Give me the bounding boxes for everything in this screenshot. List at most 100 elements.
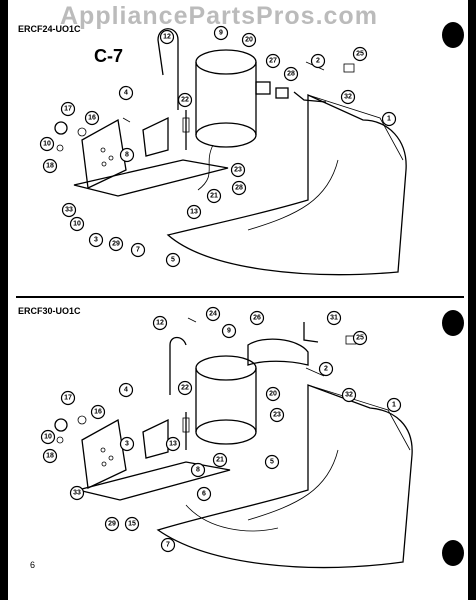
callout-bubble: 28 <box>231 180 247 196</box>
callout-bubble: 26 <box>249 310 265 326</box>
svg-text:25: 25 <box>356 335 364 342</box>
svg-text:20: 20 <box>269 391 277 398</box>
callout-bubble: 3 <box>119 436 135 452</box>
svg-text:16: 16 <box>88 115 96 122</box>
svg-text:6: 6 <box>202 491 206 498</box>
callout-bubble: 25 <box>352 46 368 62</box>
svg-text:12: 12 <box>163 34 171 41</box>
svg-text:8: 8 <box>196 467 200 474</box>
binder-hole-middle <box>442 310 464 336</box>
callout-bubble: 10 <box>39 136 55 152</box>
svg-text:21: 21 <box>216 457 224 464</box>
binder-hole-top <box>442 22 464 48</box>
callout-bubble: 4 <box>118 85 134 101</box>
callout-bubble: 13 <box>186 204 202 220</box>
callout-bubble: 7 <box>160 537 176 553</box>
binder-hole-bottom <box>442 540 464 566</box>
svg-text:32: 32 <box>345 392 353 399</box>
svg-text:26: 26 <box>253 315 261 322</box>
callout-bubble: 22 <box>177 380 193 396</box>
bottom-callouts: 1 2 3 4 5 6 7 8 9 10 12 13 15 16 17 18 2… <box>40 306 402 553</box>
svg-text:33: 33 <box>65 207 73 214</box>
svg-text:29: 29 <box>112 241 120 248</box>
top-model-number: ERCF24-UO1C <box>18 24 81 34</box>
svg-text:1: 1 <box>392 402 396 409</box>
callout-bubble: 28 <box>283 66 299 82</box>
svg-text:3: 3 <box>125 441 129 448</box>
callout-bubble: 5 <box>264 454 280 470</box>
svg-text:5: 5 <box>270 459 274 466</box>
svg-text:18: 18 <box>46 163 54 170</box>
callout-bubble: 15 <box>124 516 140 532</box>
callout-bubble: 32 <box>340 89 356 105</box>
callout-bubble: 13 <box>165 436 181 452</box>
callout-bubble: 33 <box>69 485 85 501</box>
svg-text:1: 1 <box>387 116 391 123</box>
svg-text:31: 31 <box>330 315 338 322</box>
svg-text:2: 2 <box>324 366 328 373</box>
svg-text:10: 10 <box>44 434 52 441</box>
section-divider <box>16 296 464 298</box>
svg-text:2: 2 <box>316 58 320 65</box>
callout-bubble: 2 <box>318 361 334 377</box>
callout-bubble: 4 <box>118 382 134 398</box>
callout-bubble: 18 <box>42 158 58 174</box>
callout-bubble: 10 <box>40 429 56 445</box>
callout-bubble: 31 <box>326 310 342 326</box>
callout-bubble: 1 <box>386 397 402 413</box>
callout-bubble: 7 <box>130 242 146 258</box>
svg-text:13: 13 <box>169 441 177 448</box>
callout-bubble: 21 <box>212 452 228 468</box>
callout-bubble: 18 <box>42 448 58 464</box>
svg-text:23: 23 <box>273 412 281 419</box>
watermark-text: AppliancePartsPros.com <box>60 2 378 30</box>
callout-bubble: 9 <box>213 25 229 41</box>
callout-bubble: 10 <box>69 216 85 232</box>
callout-bubble: 12 <box>152 315 168 331</box>
svg-text:21: 21 <box>210 193 218 200</box>
section-code: C-7 <box>94 46 124 66</box>
callout-bubble: 9 <box>221 323 237 339</box>
svg-text:28: 28 <box>287 71 295 78</box>
svg-text:25: 25 <box>356 51 364 58</box>
callout-bubble: 20 <box>265 386 281 402</box>
svg-text:20: 20 <box>245 37 253 44</box>
callout-bubble: 29 <box>104 516 120 532</box>
svg-text:3: 3 <box>94 237 98 244</box>
callout-bubble: 5 <box>165 252 181 268</box>
svg-text:4: 4 <box>124 90 128 97</box>
bottom-exploded-diagram <box>54 317 413 569</box>
svg-text:10: 10 <box>43 141 51 148</box>
callout-bubble: 17 <box>60 101 76 117</box>
svg-text:22: 22 <box>181 97 189 104</box>
callout-bubble: 16 <box>90 404 106 420</box>
svg-text:8: 8 <box>125 152 129 159</box>
svg-text:24: 24 <box>209 311 217 318</box>
callout-bubble: 23 <box>269 407 285 423</box>
svg-text:13: 13 <box>190 209 198 216</box>
callout-bubble: 1 <box>381 111 397 127</box>
callout-bubble: 23 <box>230 162 246 178</box>
page-number: 6 <box>30 560 36 570</box>
callout-bubble: 20 <box>241 32 257 48</box>
top-exploded-diagram <box>54 28 407 276</box>
callout-bubble: 17 <box>60 390 76 406</box>
svg-text:18: 18 <box>46 453 54 460</box>
bottom-model-number: ERCF30-UO1C <box>18 306 81 316</box>
svg-text:33: 33 <box>73 490 81 497</box>
svg-text:9: 9 <box>219 30 223 37</box>
svg-text:5: 5 <box>171 257 175 264</box>
svg-text:15: 15 <box>128 521 136 528</box>
svg-text:28: 28 <box>235 185 243 192</box>
parts-diagram-page: AppliancePartsPros.com ERCF24-UO1C C-7 E… <box>8 0 468 600</box>
callout-bubble: 3 <box>88 232 104 248</box>
svg-text:10: 10 <box>73 221 81 228</box>
callout-bubble: 32 <box>341 387 357 403</box>
callout-bubble: 25 <box>352 330 368 346</box>
callout-bubble: 8 <box>119 147 135 163</box>
svg-text:23: 23 <box>234 167 242 174</box>
svg-text:7: 7 <box>136 247 140 254</box>
callout-bubble: 12 <box>159 29 175 45</box>
top-callouts: 1 2 3 4 5 8 7 9 10 10 12 13 16 17 18 20 … <box>39 25 397 268</box>
svg-text:17: 17 <box>64 106 72 113</box>
